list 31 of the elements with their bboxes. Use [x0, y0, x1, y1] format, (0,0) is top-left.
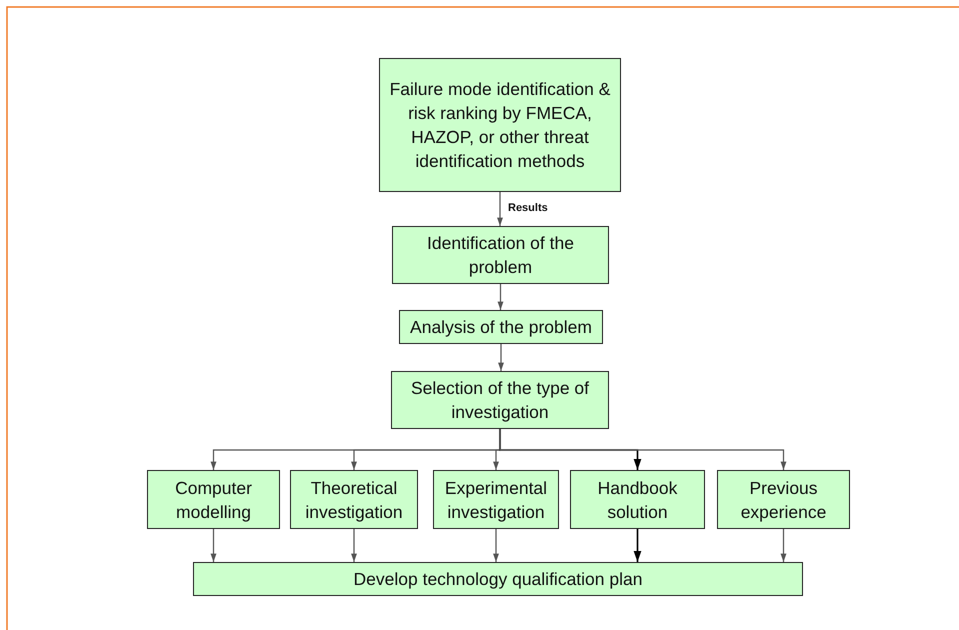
process-box	[717, 470, 850, 529]
box-text: Theoretical investigation	[304, 476, 404, 524]
box-text: Analysis of the problem	[410, 316, 592, 339]
process-box	[391, 371, 609, 429]
box-text: Experimental investigation	[444, 476, 548, 524]
edge-label: Results	[508, 202, 548, 214]
box-text: Identification of the problem	[426, 232, 575, 279]
box-text: Previous experience	[740, 476, 828, 524]
arrow	[210, 529, 216, 562]
arrow	[499, 429, 786, 470]
arrow	[493, 529, 499, 562]
arrow	[634, 529, 642, 562]
box-text: Failure mode identification & risk ranking by FMECA, HAZOP, or other threat identification methods	[388, 78, 612, 173]
process-box	[399, 310, 603, 344]
box-text: Handbook solution	[596, 476, 678, 524]
arrow	[780, 529, 786, 562]
process-box	[147, 470, 280, 529]
arrow	[497, 192, 503, 226]
box-text: Selection of the type of investigation	[410, 377, 590, 424]
process-box	[290, 470, 418, 529]
arrow	[499, 429, 642, 470]
box-text: Computer modelling	[174, 476, 253, 524]
process-box	[570, 470, 705, 529]
process-box	[193, 562, 803, 596]
arrow	[498, 284, 504, 310]
arrow	[351, 529, 357, 562]
box-text: Develop technology qualification plan	[354, 568, 642, 591]
process-box	[392, 226, 609, 284]
process-box	[433, 470, 559, 529]
process-box	[379, 58, 621, 192]
arrow	[498, 344, 504, 371]
